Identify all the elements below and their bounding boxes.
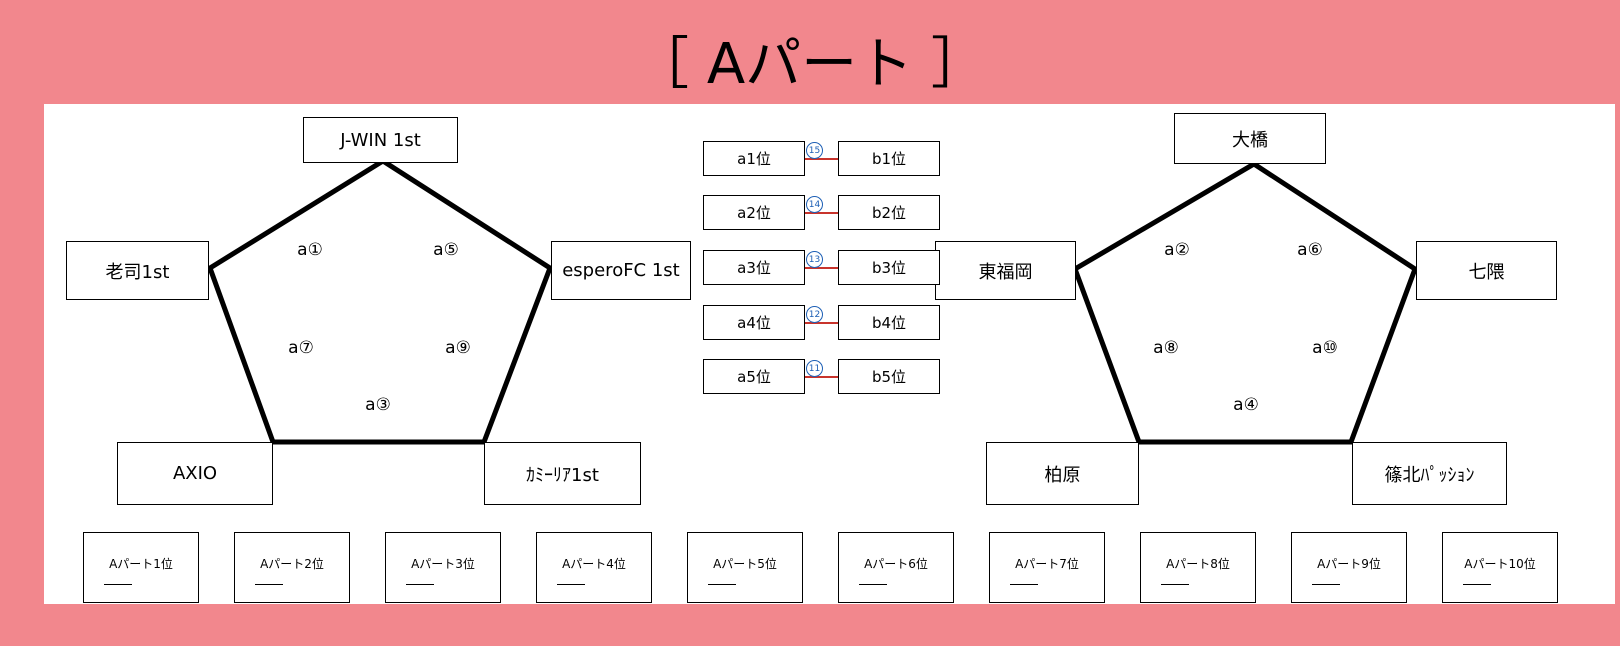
placement-left-box: a5位 bbox=[703, 359, 805, 394]
match-number-badge: 11 bbox=[806, 360, 823, 377]
ranking-blank-line bbox=[1010, 584, 1038, 585]
match-label: a② bbox=[1164, 240, 1190, 260]
ranking-label: Aパート8位 bbox=[1166, 557, 1230, 571]
team-box-left-left: 老司1st bbox=[66, 241, 209, 300]
ranking-blank-line bbox=[1312, 584, 1340, 585]
left-pentagon bbox=[206, 158, 554, 445]
ranking-label: Aパート10位 bbox=[1464, 557, 1536, 571]
match-number-badge: 12 bbox=[806, 306, 823, 323]
ranking-blank-line bbox=[406, 584, 434, 585]
ranking-box: Aパート8位 bbox=[1140, 532, 1256, 603]
team-box-right-bottom-left: 柏原 bbox=[986, 442, 1139, 505]
ranking-label: Aパート2位 bbox=[260, 557, 324, 571]
ranking-blank-line bbox=[557, 584, 585, 585]
team-box-right-left: 東福岡 bbox=[935, 241, 1076, 300]
ranking-box: Aパート3位 bbox=[385, 532, 501, 603]
ranking-label: Aパート3位 bbox=[411, 557, 475, 571]
ranking-label: Aパート1位 bbox=[109, 557, 173, 571]
match-number-badge: 15 bbox=[806, 142, 823, 159]
placement-left-box: a4位 bbox=[703, 305, 805, 340]
ranking-blank-line bbox=[104, 584, 132, 585]
team-box-right-bottom-right: 篠北ﾊﾟｯｼｮﾝ bbox=[1352, 442, 1507, 505]
ranking-blank-line bbox=[708, 584, 736, 585]
placement-connector bbox=[805, 376, 838, 378]
team-box-left-bottom-left: AXIO bbox=[117, 442, 273, 505]
ranking-blank-line bbox=[1463, 584, 1491, 585]
match-number-badge: 14 bbox=[806, 196, 823, 213]
match-label: a① bbox=[297, 240, 323, 260]
placement-connector bbox=[805, 322, 838, 324]
team-box-right-right: 七隈 bbox=[1416, 241, 1557, 300]
placement-connector bbox=[805, 267, 838, 269]
match-label: a⑥ bbox=[1297, 240, 1323, 260]
ranking-box: Aパート10位 bbox=[1442, 532, 1558, 603]
match-label: a⑦ bbox=[288, 338, 314, 358]
ranking-box: Aパート6位 bbox=[838, 532, 954, 603]
placement-left-box: a1位 bbox=[703, 141, 805, 176]
placement-right-box: b5位 bbox=[838, 359, 940, 394]
ranking-box: Aパート5位 bbox=[687, 532, 803, 603]
ranking-box: Aパート2位 bbox=[234, 532, 350, 603]
ranking-box: Aパート9位 bbox=[1291, 532, 1407, 603]
ranking-blank-line bbox=[1161, 584, 1189, 585]
placement-left-box: a2位 bbox=[703, 195, 805, 230]
team-box-left-top: J-WIN 1st bbox=[303, 117, 458, 163]
placement-left-box: a3位 bbox=[703, 250, 805, 285]
right-pentagon bbox=[1071, 161, 1419, 445]
match-label: a③ bbox=[365, 395, 391, 415]
ranking-label: Aパート5位 bbox=[713, 557, 777, 571]
match-label: a⑧ bbox=[1153, 338, 1179, 358]
placement-right-box: b4位 bbox=[838, 305, 940, 340]
team-box-left-right: esperoFC 1st bbox=[551, 241, 691, 300]
ranking-blank-line bbox=[859, 584, 887, 585]
team-box-right-top: 大橋 bbox=[1174, 113, 1326, 164]
team-box-left-bottom-right: ｶﾐｰﾘｱ1st bbox=[484, 442, 641, 505]
ranking-label: Aパート7位 bbox=[1015, 557, 1079, 571]
ranking-blank-line bbox=[255, 584, 283, 585]
placement-right-box: b1位 bbox=[838, 141, 940, 176]
placement-connector bbox=[805, 212, 838, 214]
ranking-box: Aパート7位 bbox=[989, 532, 1105, 603]
match-label: a④ bbox=[1233, 395, 1259, 415]
ranking-box: Aパート1位 bbox=[83, 532, 199, 603]
ranking-label: Aパート9位 bbox=[1317, 557, 1381, 571]
match-label: a⑩ bbox=[1312, 338, 1338, 358]
bracket-panel bbox=[44, 104, 1615, 604]
ranking-box: Aパート4位 bbox=[536, 532, 652, 603]
match-label: a⑨ bbox=[445, 338, 471, 358]
match-label: a⑤ bbox=[433, 240, 459, 260]
page-title: ［ Aパート ］ bbox=[633, 32, 987, 97]
ranking-label: Aパート6位 bbox=[864, 557, 928, 571]
placement-right-box: b2位 bbox=[838, 195, 940, 230]
placement-right-box: b3位 bbox=[838, 250, 940, 285]
match-number-badge: 13 bbox=[806, 251, 823, 268]
placement-connector bbox=[805, 158, 838, 160]
ranking-label: Aパート4位 bbox=[562, 557, 626, 571]
